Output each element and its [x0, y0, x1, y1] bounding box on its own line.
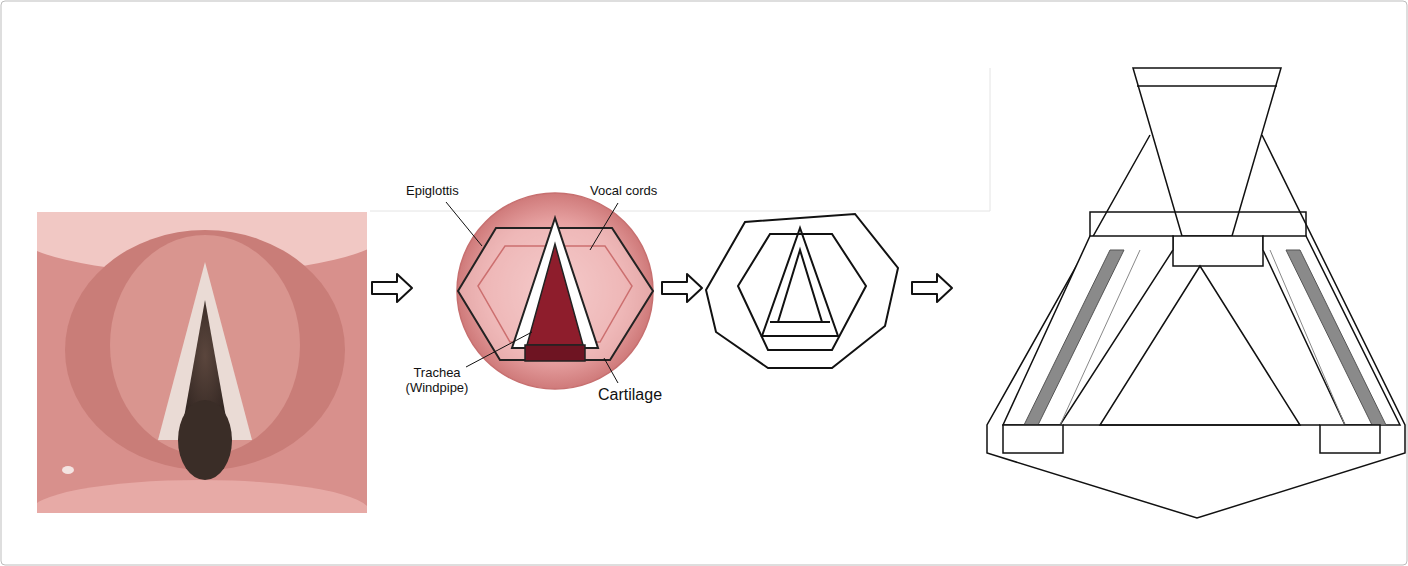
inner-triangle: [762, 228, 838, 336]
inner-outline: [738, 234, 866, 350]
geometric-model: [987, 68, 1405, 518]
inner-line: [770, 321, 830, 323]
octagon-drawing: [706, 214, 898, 368]
left-bar: [1003, 236, 1173, 425]
inner-triangle: [778, 250, 822, 322]
leader-lines: [446, 202, 618, 383]
schematic-circle: [457, 193, 653, 389]
trachea-shape: [527, 244, 583, 345]
part-label: Trachea (Windpipe): [398, 366, 476, 396]
octagon-outline: [706, 214, 898, 368]
right-bar: [1263, 236, 1400, 425]
trachea-base: [525, 345, 585, 361]
photo-highlight: [62, 466, 74, 474]
vocal-cords-shape: [512, 218, 598, 348]
part-label: Vocal cords: [590, 184, 657, 199]
leader-line: [446, 202, 482, 246]
part-label: Cartilage: [598, 386, 662, 404]
trapezoid-line: [1137, 85, 1277, 87]
larynx-photo: [37, 212, 367, 513]
larynx-schematic: [457, 193, 653, 389]
frame-top: [1090, 212, 1306, 236]
leader-line: [590, 203, 618, 250]
left-stripe: [1024, 250, 1124, 425]
step-arrow: [372, 274, 412, 302]
leader-line: [604, 358, 618, 383]
panel-edge: [370, 68, 990, 211]
right-foot: [1320, 425, 1380, 453]
right-stripe: [1286, 250, 1386, 425]
photo-lower-tissue: [37, 480, 367, 513]
step-arrow: [912, 274, 952, 302]
inner-triangle: [1100, 266, 1300, 425]
outer-outline: [987, 135, 1405, 518]
part-label: Epiglottis: [406, 184, 459, 199]
left-foot: [1003, 425, 1063, 453]
step-arrow: [662, 274, 702, 302]
photo-trachea-opening: [178, 400, 232, 480]
leader-line: [466, 332, 532, 367]
top-trapezoid: [1133, 68, 1281, 236]
thin-line: [1060, 250, 1140, 425]
base-line: [1063, 424, 1320, 426]
top-block: [1173, 236, 1263, 266]
thin-line: [1270, 250, 1345, 425]
cartilage-outline: [458, 228, 653, 360]
